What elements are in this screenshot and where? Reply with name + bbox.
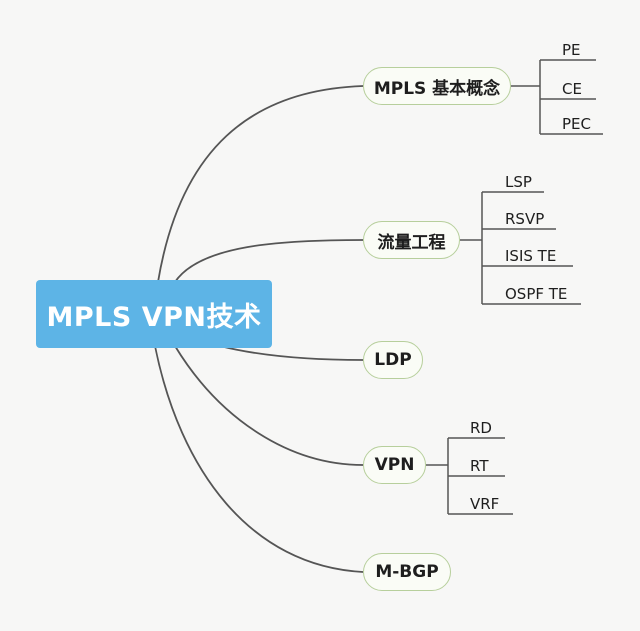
branch-traffic-engineering: 流量工程 xyxy=(363,221,460,259)
edge-root-ldp xyxy=(219,345,364,361)
leaf-rsvp: RSVP xyxy=(505,210,545,228)
leaf-pec: PEC xyxy=(562,115,591,133)
leaf-rt: RT xyxy=(470,457,489,475)
edge-root-mbgp xyxy=(154,345,364,573)
leaf-isis-te: ISIS TE xyxy=(505,247,557,265)
branch-m-bgp: M-BGP xyxy=(363,553,451,591)
leaf-rd: RD xyxy=(470,419,492,437)
leaf-pe: PE xyxy=(562,41,581,59)
edge-root-vpn xyxy=(174,345,364,466)
root-node: MPLS VPN技术 xyxy=(36,280,272,348)
branch-ldp: LDP xyxy=(363,341,423,379)
edge-root-traffic-eng xyxy=(174,239,364,283)
leaf-vrf: VRF xyxy=(470,495,500,513)
leaf-lsp: LSP xyxy=(505,173,532,191)
leaf-ce: CE xyxy=(562,80,582,98)
edge-root-mpls-basics xyxy=(157,85,364,283)
branch-vpn: VPN xyxy=(363,446,426,484)
branch-mpls-basics: MPLS 基本概念 xyxy=(363,67,511,105)
leaf-ospf-te: OSPF TE xyxy=(505,285,568,303)
